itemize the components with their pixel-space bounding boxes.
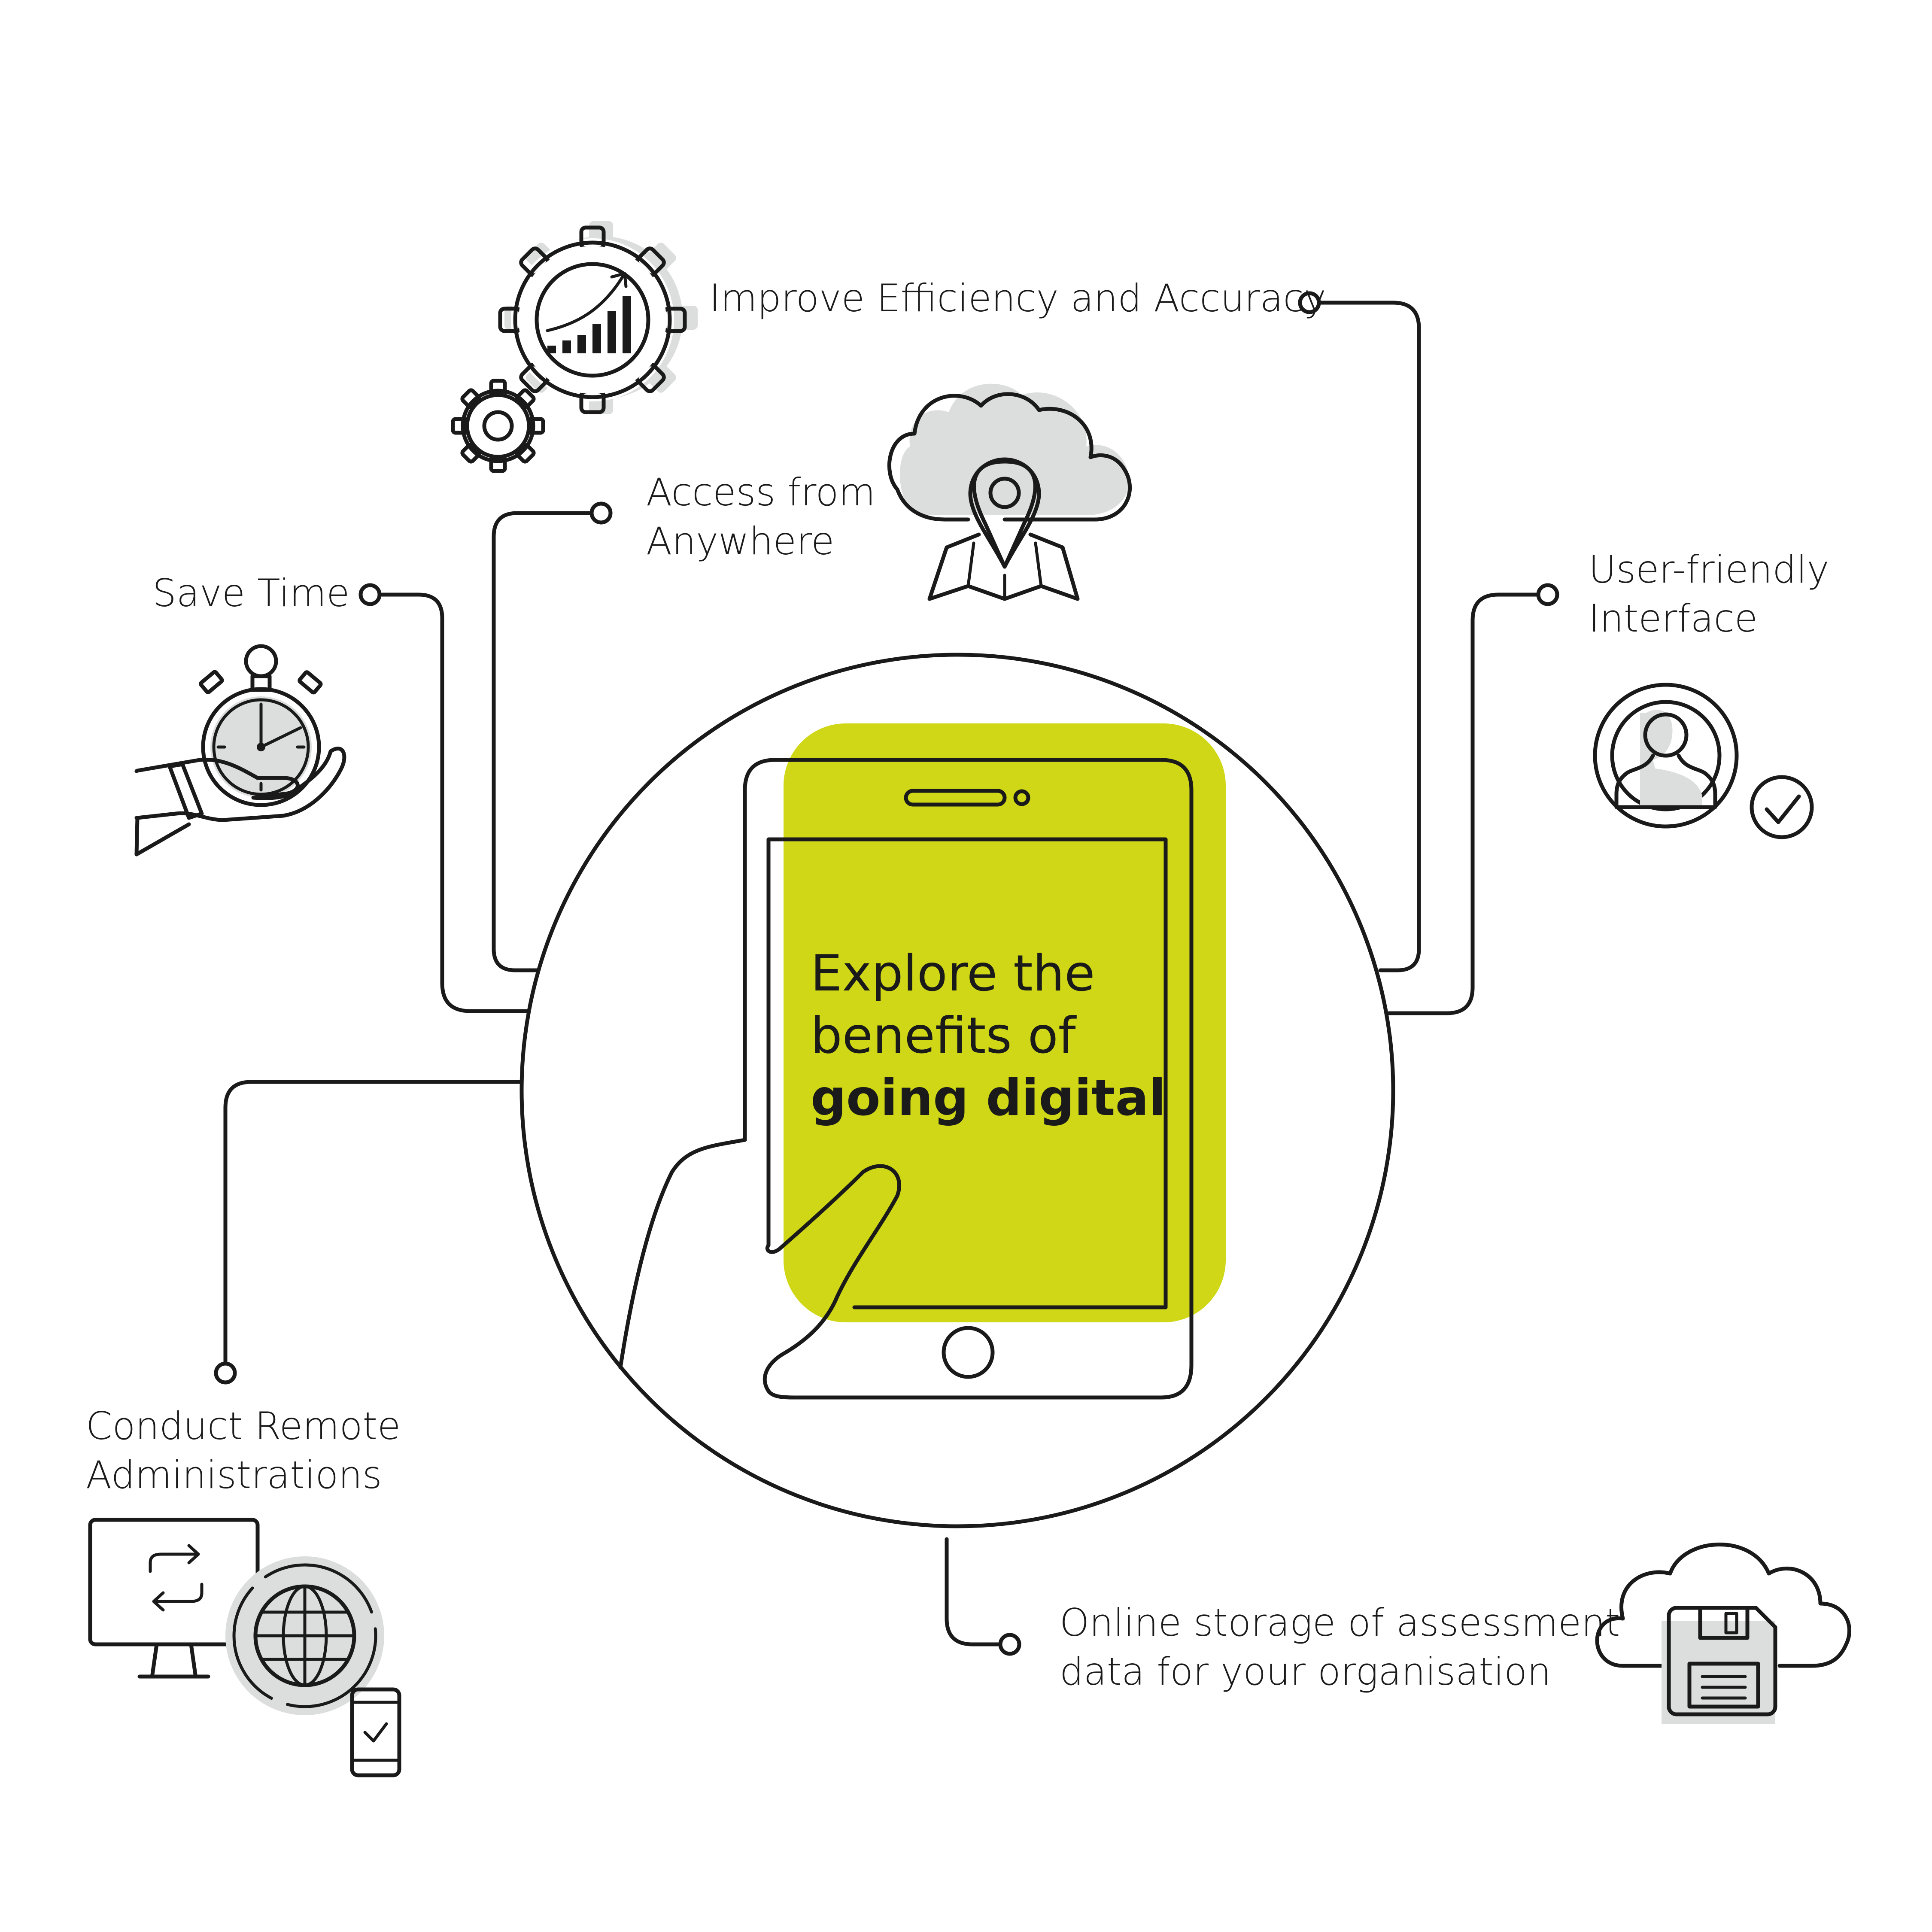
label-access-line-2: Anywhere <box>646 519 835 563</box>
connector-storage <box>945 1537 1002 1646</box>
stopwatch-face <box>212 698 310 796</box>
location-pin <box>972 459 1037 569</box>
storage-cloud <box>1595 1542 1851 1668</box>
user-shadow <box>1640 710 1702 807</box>
center-circle <box>519 653 1395 1528</box>
label-remote-line-1: Conduct Remote <box>86 1404 401 1448</box>
small-gear <box>451 379 545 473</box>
label-user-friendly: User-friendly Interface <box>1589 545 1829 643</box>
label-access-line-1: Access from <box>646 470 876 514</box>
cloud-location-map-icon <box>887 383 1132 601</box>
stopwatch-button-right <box>298 670 323 695</box>
growth-bars <box>547 296 631 353</box>
label-storage: Online storage of assessment data for yo… <box>1060 1598 1620 1696</box>
connector-dot-storage <box>998 1633 1021 1656</box>
label-efficiency: Improve Efficiency and Accuracy <box>709 276 1326 320</box>
stopwatch-hand-icon <box>135 644 346 854</box>
stopwatch-crown <box>244 644 278 678</box>
tablet-body <box>743 758 1194 1400</box>
connector-dot-access <box>589 501 613 525</box>
tablet-screen <box>766 837 1168 1309</box>
center-heading-line-2: benefits of <box>811 1007 1076 1065</box>
center-heading: Explore the benefits of going digital <box>811 942 1166 1129</box>
connector-dot-remote <box>214 1361 237 1385</box>
center-heading-line-3: going digital <box>811 1069 1166 1127</box>
label-storage-line-1: Online storage of assessment <box>1060 1601 1620 1645</box>
connector-dot-efficiency <box>1298 291 1321 314</box>
hand-outline <box>618 1138 901 1400</box>
large-gear <box>498 225 687 414</box>
pin-center <box>988 477 1021 509</box>
label-storage-line-2: data for your organisation <box>1060 1649 1551 1694</box>
label-user-friendly-line-2: Interface <box>1589 596 1758 641</box>
user-body <box>1614 753 1717 809</box>
tablet-hand-icon <box>618 723 1226 1400</box>
center-heading-line-1: Explore the <box>811 945 1095 1002</box>
growth-arrow <box>546 275 624 332</box>
globe-orbit <box>232 1563 377 1708</box>
floppy-label <box>1687 1662 1760 1709</box>
gear-growth-chart-icon <box>451 221 698 473</box>
user-search-check-icon <box>1593 683 1814 839</box>
connector-lines <box>214 291 1559 1656</box>
label-save-time: Save Time <box>152 571 350 615</box>
connector-remote <box>223 1080 522 1365</box>
floppy-disk <box>1667 1606 1777 1716</box>
connector-dot-user-friendly <box>1536 583 1559 606</box>
tablet-camera <box>1013 789 1030 806</box>
label-remote-line-2: Administrations <box>86 1453 382 1497</box>
phone-check <box>363 1722 388 1743</box>
tablet-home-button <box>942 1326 995 1379</box>
user-head <box>1643 712 1689 758</box>
hand-cuff <box>167 762 204 820</box>
monitor-stand <box>137 1642 210 1679</box>
cloud-floppy-disk-icon <box>1595 1542 1851 1724</box>
floppy-shutter <box>1698 1606 1750 1640</box>
connector-user-friendly <box>1387 592 1540 1015</box>
connector-efficiency <box>1317 301 1421 972</box>
location-pin <box>968 457 1041 569</box>
label-remote: Conduct Remote Administrations <box>86 1402 401 1500</box>
connector-dot-save-time <box>358 583 382 606</box>
cloud-shadow <box>900 383 1129 515</box>
label-user-friendly-line-1: User-friendly <box>1589 547 1829 592</box>
connector-save-time <box>378 592 530 1013</box>
sync-arrows-icon <box>149 1544 204 1612</box>
check-badge <box>1750 775 1814 839</box>
phone <box>350 1687 401 1777</box>
hand-palm <box>135 747 346 822</box>
stopwatch-stem <box>250 674 272 692</box>
stopwatch-button-left <box>199 670 224 694</box>
label-access: Access from Anywhere <box>646 468 875 566</box>
monitor-globe-phone-icon <box>88 1518 401 1777</box>
connector-access <box>492 511 592 972</box>
cloud-outline <box>887 392 1132 522</box>
search-ring-inner <box>1610 700 1722 811</box>
tablet-speaker <box>904 789 1007 807</box>
search-ring-outer <box>1593 683 1739 829</box>
check-mark <box>1765 794 1801 824</box>
